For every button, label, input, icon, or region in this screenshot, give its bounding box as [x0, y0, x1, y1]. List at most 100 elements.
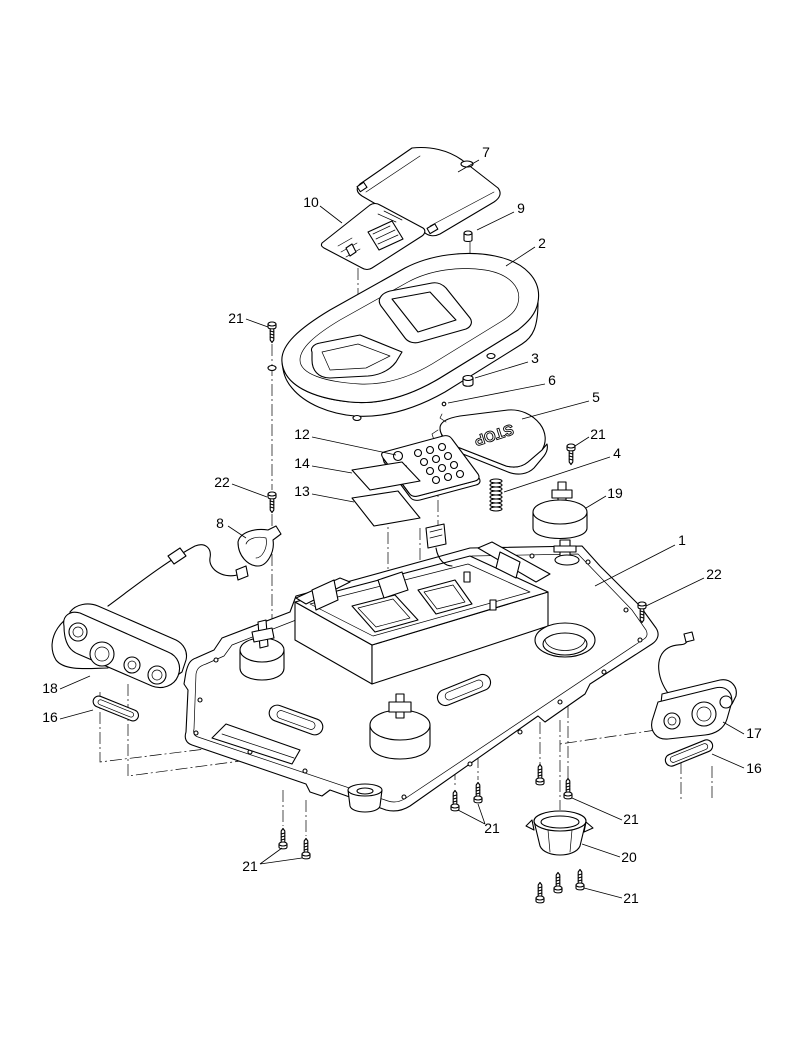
housing-lower-window-inner	[321, 343, 391, 371]
right-speaker-cable	[658, 639, 689, 699]
console-window-b	[417, 579, 473, 615]
leader-line	[311, 465, 353, 474]
gasket-left-inner	[97, 699, 134, 718]
screw-21-bottom	[450, 789, 460, 812]
screw-22-left	[267, 491, 277, 514]
callout-label: 10	[303, 194, 319, 210]
centerline-right-speaker-c	[559, 729, 657, 745]
callout-label: 13	[294, 483, 310, 499]
callout-label: 5	[592, 389, 600, 405]
part-9-plug	[463, 230, 473, 243]
console-window-b-inner	[423, 584, 466, 610]
callout-label: 21	[590, 426, 606, 442]
leader-line	[711, 753, 745, 769]
housing-screen-window	[391, 291, 457, 333]
part-19-knob-assembly	[532, 481, 588, 566]
right-speaker-driver-inner	[696, 706, 712, 722]
part-20-cup	[525, 810, 594, 856]
left-speaker-driver-inner	[94, 646, 110, 662]
callout-label: 1	[678, 532, 686, 548]
leader-line	[227, 525, 247, 539]
screw-21-bottom	[535, 881, 545, 904]
part-16-gasket-left	[92, 695, 140, 722]
leader-line	[311, 493, 355, 503]
console-top-inner	[309, 563, 531, 637]
leader-line	[474, 361, 529, 379]
callout-label: 8	[216, 515, 224, 531]
housing-inner-rim	[299, 268, 520, 385]
callout-label: 14	[294, 455, 310, 471]
knob-lower-clip	[553, 545, 577, 553]
callout-label: 12	[294, 426, 310, 442]
housing-foot-right	[486, 352, 496, 360]
left-speaker-cable-connector	[167, 547, 187, 565]
callout-label: 21	[623, 890, 639, 906]
callout-label: 2	[538, 235, 546, 251]
left-slot-inner	[276, 710, 316, 730]
bottom-connector-hole	[356, 787, 374, 795]
bracket-outline	[237, 525, 282, 567]
flap-crease	[365, 155, 421, 193]
callout-label: 20	[621, 849, 637, 865]
callout-label: 21	[228, 310, 244, 326]
left-speaker-port-b-inner	[127, 660, 137, 670]
leader-line	[231, 483, 268, 498]
left-speaker-plug	[235, 565, 249, 581]
leader-line	[447, 383, 546, 404]
flap-tab-left	[356, 181, 368, 193]
callout-label: 17	[746, 725, 762, 741]
leader-line	[59, 709, 94, 720]
knob-top-nut	[551, 489, 573, 499]
plug-top	[463, 230, 473, 236]
front-lip	[211, 723, 301, 765]
part-18-left-speaker	[51, 544, 249, 689]
decal-emblem	[345, 243, 357, 257]
right-well-inner	[542, 632, 588, 656]
left-speaker-cable	[107, 544, 241, 607]
part-2-upper-housing	[267, 252, 540, 422]
strip-14	[351, 461, 421, 491]
callout-label: 21	[242, 858, 258, 874]
cup-opening	[540, 815, 580, 829]
part-4-spring	[489, 478, 503, 512]
screw-21-bottom	[473, 781, 483, 804]
console-cable-run	[435, 547, 453, 567]
console-left-bracket	[311, 579, 339, 611]
decal-logo-box	[367, 220, 404, 251]
screw-21-top-left	[267, 321, 277, 344]
screw-21-right	[566, 443, 576, 466]
leader-line	[476, 211, 515, 231]
base-plate-inner-rim	[193, 553, 648, 803]
right-speaker-port-b	[719, 695, 733, 709]
knob-dome	[532, 499, 588, 525]
callout-label: 22	[706, 566, 722, 582]
stop-cover-top	[439, 409, 546, 468]
part-6-pin	[441, 401, 447, 407]
right-well-depth	[544, 639, 586, 651]
leader-line	[245, 318, 269, 328]
strip-13	[351, 490, 421, 527]
callout-label: 19	[607, 485, 623, 501]
screw-21-bottom	[563, 777, 573, 800]
front-lip-detail	[221, 733, 295, 759]
console-right-bracket	[495, 551, 521, 579]
left-speaker-port-a-inner	[72, 626, 84, 638]
part-8-bracket	[237, 525, 282, 567]
leader-line	[521, 400, 590, 420]
leader-line	[594, 544, 676, 587]
left-well-nut	[251, 627, 275, 643]
console-connector	[425, 523, 447, 549]
part-14-strip	[351, 461, 421, 491]
console-window-a-inner	[357, 598, 411, 628]
leader-line	[505, 246, 536, 267]
part-1-base-plate	[183, 523, 659, 813]
callout-label: 4	[613, 445, 621, 461]
cup-tab-left	[525, 819, 535, 831]
callout-label: 9	[517, 200, 525, 216]
left-speaker-port-c-inner	[151, 669, 163, 681]
right-slot-inner	[444, 679, 484, 701]
housing-foot-front	[352, 414, 362, 422]
centerline-left-speaker-a	[99, 692, 263, 763]
part-16-gasket-right	[664, 739, 714, 767]
